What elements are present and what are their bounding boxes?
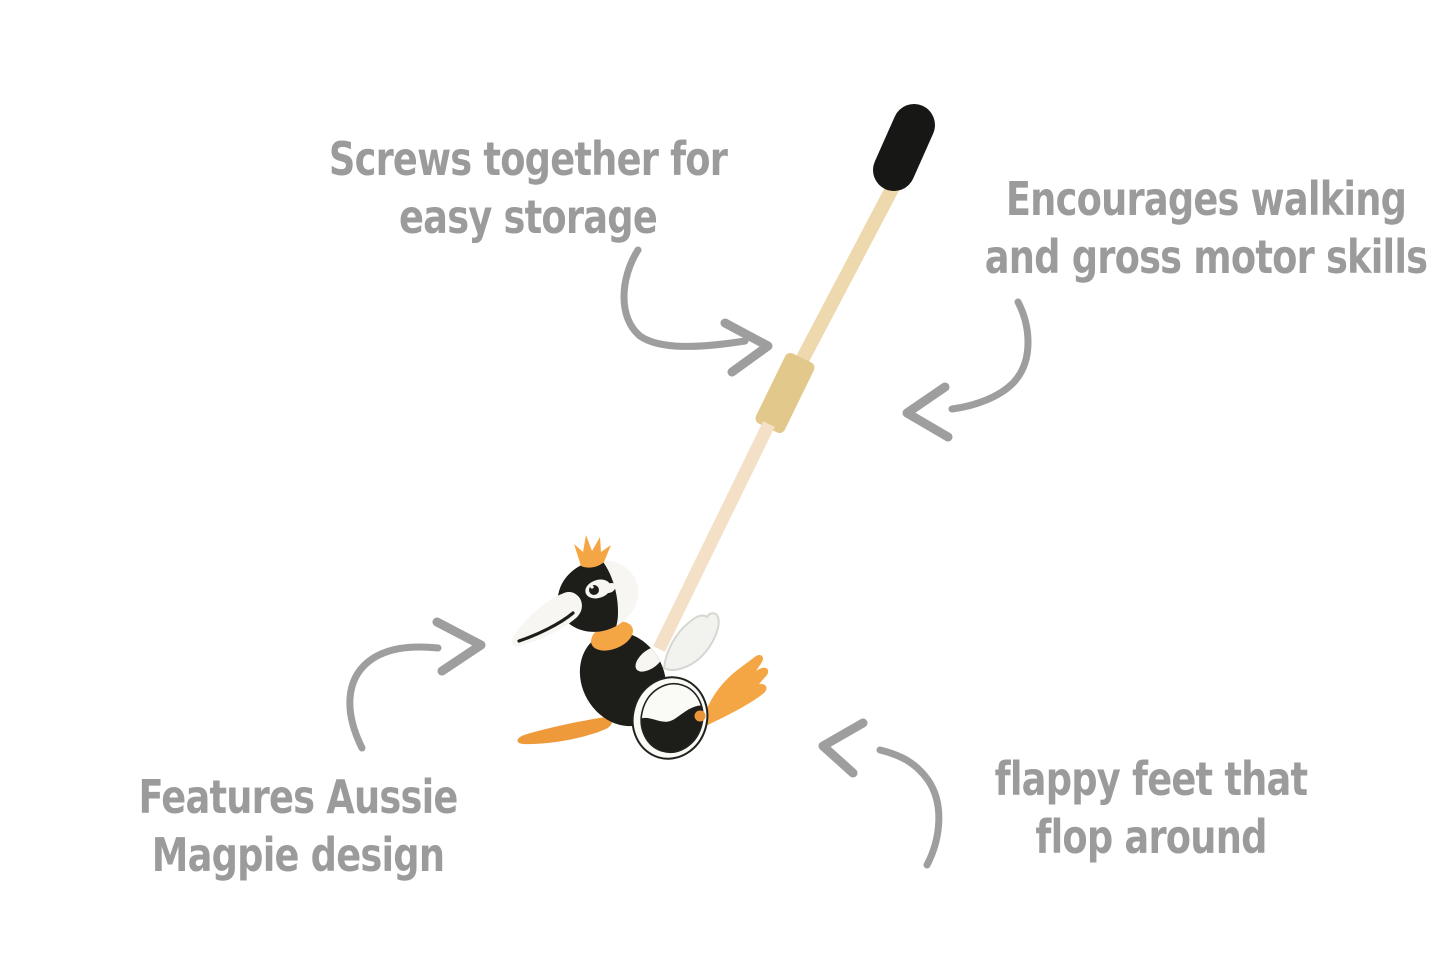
stick-handle <box>873 104 935 191</box>
curved-arrow-to-magpie-head-icon <box>346 617 486 752</box>
annotation-line: Features Aussie <box>138 770 458 824</box>
crest-tuft <box>574 535 611 568</box>
annotation-line: Encourages walking <box>1005 172 1407 226</box>
right-flappy-foot <box>700 654 769 730</box>
push-stick <box>653 104 935 652</box>
stick-upper-section <box>794 183 900 366</box>
tail-feather <box>662 612 720 671</box>
foot-peg <box>694 710 706 722</box>
annotation-line: Magpie design <box>151 828 445 883</box>
annotation-line: flappy feet that <box>994 752 1308 806</box>
annotation-flappy-feet: flappy feet that flop around <box>995 750 1308 867</box>
curved-arrow-to-flappy-feet-icon <box>818 718 943 869</box>
annotation-encourages-walking: Encourages walking and gross motor skill… <box>985 170 1428 287</box>
annotation-line: easy storage <box>399 190 658 245</box>
annotation-line: flop around <box>1035 810 1267 865</box>
stick-screw-connector <box>755 352 815 434</box>
wheel <box>631 676 711 760</box>
left-flappy-foot <box>517 716 613 745</box>
annotation-aussie-magpie: Features Aussie Magpie design <box>138 768 458 885</box>
annotation-line: and gross motor skills <box>984 230 1428 285</box>
annotation-screws-together: Screws together for easy storage <box>328 130 728 247</box>
beak-mouth-line <box>517 611 575 643</box>
eye-glint <box>590 585 594 589</box>
stick-lower-section <box>653 421 775 652</box>
wheel-rim-ring <box>640 682 704 754</box>
curved-arrow-to-stick-icon <box>902 298 1032 442</box>
beak-shape <box>511 592 582 647</box>
curved-arrow-to-stick-connector-icon <box>620 246 773 377</box>
magpie-toy <box>511 535 769 760</box>
annotation-line: Screws together for <box>328 132 728 186</box>
beak <box>511 592 582 647</box>
